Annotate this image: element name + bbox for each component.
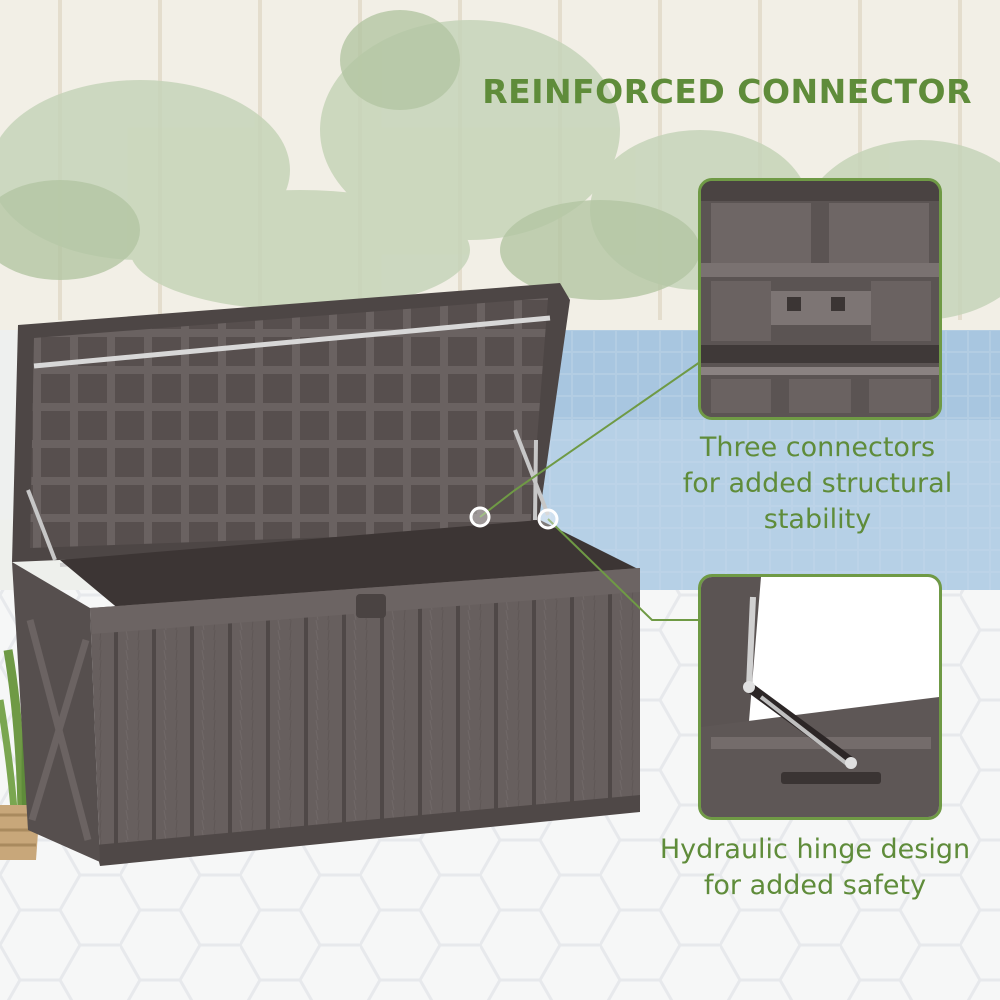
callout-leaders [479, 361, 701, 621]
connector-caption-line: Three connectors [699, 432, 936, 463]
lid-support-bar [33, 315, 551, 369]
hinge-caption: Hydraulic hinge design for added safety [630, 832, 1000, 904]
hinge-caption-line: for added safety [703, 870, 927, 901]
hinge-closeup [698, 574, 942, 820]
connector-caption-line: for added structural [682, 468, 953, 499]
connector-closeup-image [701, 181, 939, 417]
hinge-caption-line: Hydraulic hinge design [659, 834, 971, 865]
deck-box [12, 283, 640, 866]
headline: REINFORCED CONNECTOR [482, 72, 972, 111]
connector-caption-line: stability [763, 504, 872, 535]
connector-marker [469, 506, 491, 528]
connector-closeup [698, 178, 942, 420]
box-front [90, 568, 640, 862]
hinge-marker [537, 508, 559, 530]
connector-caption: Three connectors for added structural st… [645, 430, 990, 538]
hinge-closeup-image [701, 577, 939, 817]
hydraulic-hinge [26, 429, 550, 561]
